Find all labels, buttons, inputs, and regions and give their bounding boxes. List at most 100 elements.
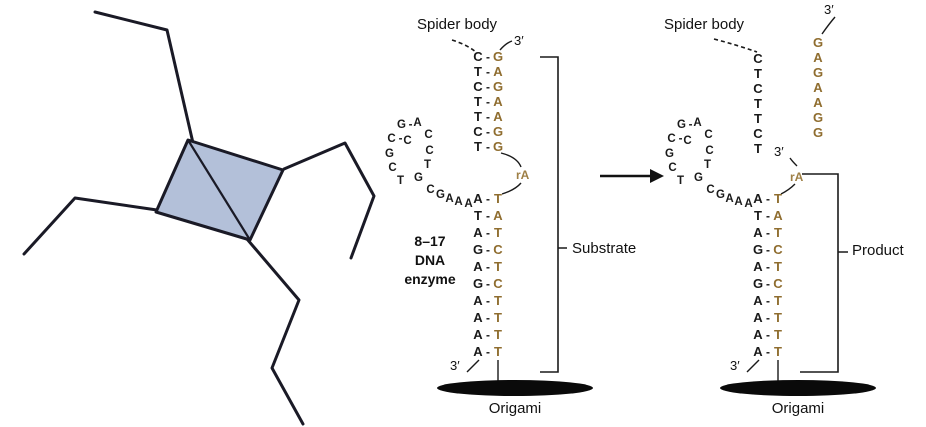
substrate-base: A — [493, 94, 503, 109]
substrate-base: T — [774, 344, 782, 359]
base-pair-bond: - — [486, 345, 490, 359]
base-pair-bond: - — [766, 226, 770, 240]
base-pair-bond: - — [486, 243, 490, 257]
enzyme-base: T — [754, 111, 762, 126]
origami-label-middle: Origami — [488, 400, 542, 417]
reaction-arrow-head — [650, 169, 664, 183]
rA-connector-middle-top — [500, 152, 522, 168]
spider-body-label-right: Spider body — [664, 16, 745, 33]
enzyme-base-row: T — [752, 97, 764, 111]
substrate-base: T — [494, 344, 502, 359]
base-pair-bond: - — [486, 311, 490, 325]
enzyme-base: A — [753, 259, 763, 274]
loop-base: T — [676, 175, 685, 187]
base-pair: A - T — [752, 226, 784, 241]
substrate-base: T — [494, 191, 502, 206]
base-pair: C - G — [472, 49, 504, 65]
substrate-base: G — [812, 125, 824, 140]
substrate-base: G — [492, 79, 504, 94]
substrate-base: T — [774, 310, 782, 325]
loop-base: C — [667, 133, 676, 145]
ribo-adenosine-right: rA — [790, 170, 804, 184]
substrate-base: G — [812, 110, 824, 125]
enzyme-base: C — [473, 79, 483, 94]
base-pair-bond: - — [766, 209, 770, 223]
substrate-base: T — [494, 225, 502, 240]
loop-base: - — [408, 119, 413, 131]
enzyme-base: A — [753, 191, 763, 206]
base-pair: A - T — [752, 310, 784, 326]
loop-base: C — [424, 129, 433, 141]
base-pair: G - C — [472, 277, 504, 292]
loop-base: G — [436, 189, 445, 201]
ribo-adenosine-middle: rA — [516, 168, 530, 182]
base-pair-bond: - — [766, 345, 770, 359]
enzyme-base: T — [754, 66, 762, 81]
substrate-base: T — [774, 293, 782, 308]
released-base-row: G — [812, 126, 824, 140]
base-pair-bond: - — [486, 65, 490, 79]
product-bracket — [800, 173, 848, 373]
enzyme-base-row: C — [752, 127, 764, 141]
base-pair-bond: - — [486, 226, 490, 240]
loop-base: G — [385, 148, 394, 160]
substrate-bracket — [540, 56, 567, 373]
base-pair: A - T — [472, 328, 504, 343]
substrate-base: G — [492, 139, 504, 154]
loop-base: A — [454, 196, 463, 208]
base-pair: T - A — [472, 65, 504, 80]
substrate-base: T — [494, 259, 502, 274]
base-pair-bond: - — [766, 192, 770, 206]
base-pair: A - T — [752, 293, 784, 309]
substrate-base: C — [773, 242, 783, 257]
base-pair: T - A — [472, 209, 504, 224]
base-pair-bond: - — [486, 80, 490, 94]
enzyme-base: A — [473, 344, 483, 359]
loop-base: A — [693, 117, 702, 129]
enzyme-base: A — [753, 293, 763, 308]
enzyme-base-row: C — [752, 82, 764, 96]
enzyme-base: A — [473, 225, 483, 240]
enzyme-base: C — [473, 49, 483, 64]
base-pair: G - C — [472, 242, 504, 258]
base-pair: A - T — [472, 344, 504, 360]
base-pair: C - G — [472, 125, 504, 140]
base-pair: A - T — [472, 311, 504, 326]
base-pair: A - T — [472, 259, 504, 275]
base-pair-bond: - — [766, 328, 770, 342]
substrate-base: T — [774, 327, 782, 342]
loop-base: C — [425, 145, 434, 157]
three-prime-label-right-top: 3′ — [824, 2, 834, 17]
base-pair: T - A — [752, 209, 784, 224]
loop-base: C — [705, 145, 714, 157]
base-pair-bond: - — [766, 243, 770, 257]
base-pair: C - G — [472, 79, 504, 95]
product-lower-duplex: A - T T - A A - T G - C A — [752, 191, 784, 360]
enzyme-base: T — [754, 96, 762, 111]
base-pair: G - C — [752, 242, 784, 258]
loop-base: - — [688, 119, 693, 131]
leader-dashes-middle — [451, 39, 478, 54]
enzyme-base: T — [474, 109, 482, 124]
base-pair: T - G — [472, 139, 504, 155]
base-pair-bond: - — [486, 328, 490, 342]
loop-base: C — [706, 184, 715, 196]
three-prime-label-right-bottom: 3′ — [730, 358, 740, 373]
substrate-base: T — [774, 259, 782, 274]
enzyme-3prime-tail-middle — [466, 359, 480, 373]
loop-base: A — [734, 196, 743, 208]
loop-base: G — [665, 148, 674, 160]
base-pair-bond: - — [486, 95, 490, 109]
enzyme-base: G — [472, 242, 484, 257]
origami-bar-middle — [437, 380, 593, 396]
enzyme-name-label: 8–17 DNA enzyme — [394, 232, 466, 289]
loop-base: T — [396, 175, 405, 187]
released-base-row: A — [812, 81, 824, 95]
loop-base: A — [445, 193, 454, 205]
base-pair: A - T — [752, 191, 784, 207]
loop-base: C — [388, 162, 397, 174]
substrate-upper-duplex: C - G T - A C - G T - A T — [472, 49, 504, 155]
substrate-base: G — [812, 65, 824, 80]
three-prime-label-middle-bottom: 3′ — [450, 358, 460, 373]
